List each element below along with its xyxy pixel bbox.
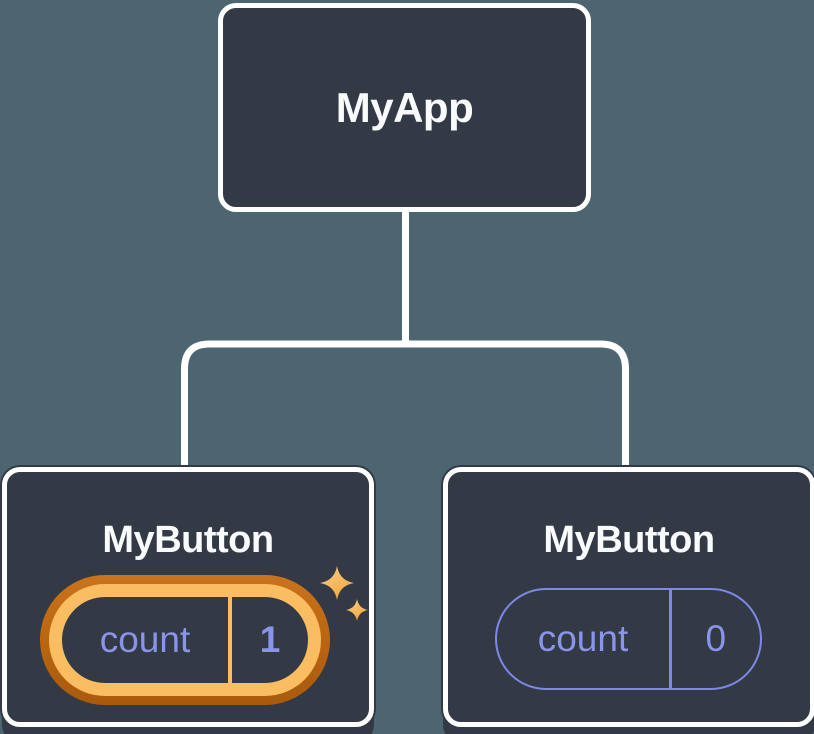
child-node-label: MyButton <box>543 518 715 561</box>
state-value: 1 <box>259 619 281 660</box>
tree-node-root: MyApp <box>218 3 591 212</box>
state-pill-highlight-ring: count 1 <box>49 584 321 696</box>
child-node-label: MyButton <box>102 518 274 561</box>
root-node-label: MyApp <box>335 83 474 131</box>
state-pill-body: count 1 <box>62 597 308 683</box>
state-key-label: count <box>537 618 629 659</box>
tree-node-child-left: MyButton count 1 <box>2 467 374 727</box>
state-pill-highlighted: count 1 <box>40 575 330 705</box>
state-pill-divider <box>669 590 672 688</box>
state-value: 0 <box>705 618 727 659</box>
tree-node-child-right: MyButton count 0 <box>443 467 814 727</box>
sparkle-icon <box>320 566 368 621</box>
state-key-label: count <box>99 619 191 660</box>
state-pill-divider <box>228 597 232 683</box>
state-pill-plain: count 0 <box>495 588 762 690</box>
